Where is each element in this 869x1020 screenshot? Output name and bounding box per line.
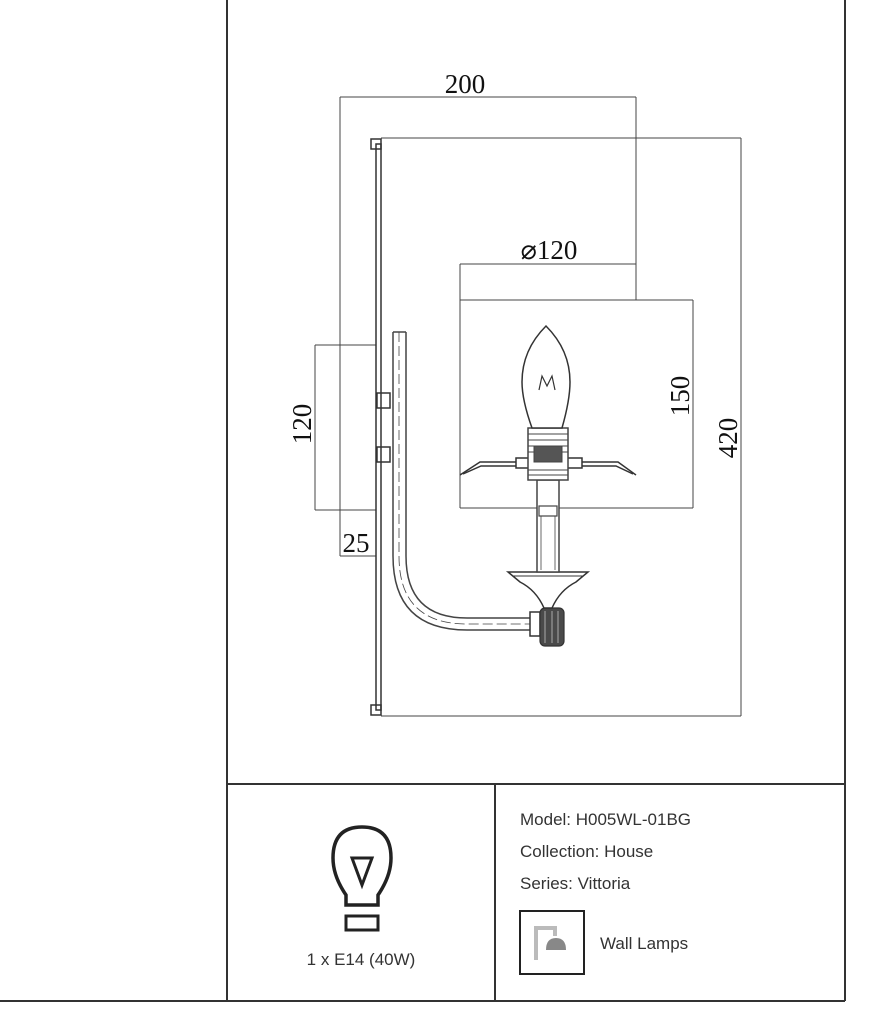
candle-bulb (521, 324, 571, 429)
dimension-width: 200 (445, 69, 486, 99)
sheet-frame (0, 0, 846, 1002)
series-text: Series: Vittoria (520, 874, 631, 893)
curved-arm (392, 331, 532, 631)
dimension-lines (314, 96, 742, 717)
collection-text: Collection: House (520, 842, 654, 861)
wall-back-plate (370, 138, 391, 716)
dimension-shade-diameter: ⌀120 (521, 235, 578, 265)
model-text: Model: H005WL-01BG (520, 810, 692, 829)
candle-stem (536, 479, 560, 573)
dimension-backplate-height: 120 (287, 404, 317, 445)
lamp-drawing: 200 ⌀120 150 420 120 25 (287, 69, 743, 717)
dimension-shade-height: 150 (665, 376, 695, 417)
wall-lamp-icon (519, 910, 585, 975)
candle-cup (505, 571, 591, 609)
dimension-total-height: 420 (713, 418, 743, 459)
category-text: Wall Lamps (600, 934, 689, 953)
arm-joint (529, 607, 565, 647)
lamp-holder (527, 427, 569, 481)
dimension-backplate-depth: 25 (343, 528, 370, 558)
lamp-label: 1 x E14 (40W) (306, 950, 416, 969)
bulb-icon (331, 825, 393, 932)
